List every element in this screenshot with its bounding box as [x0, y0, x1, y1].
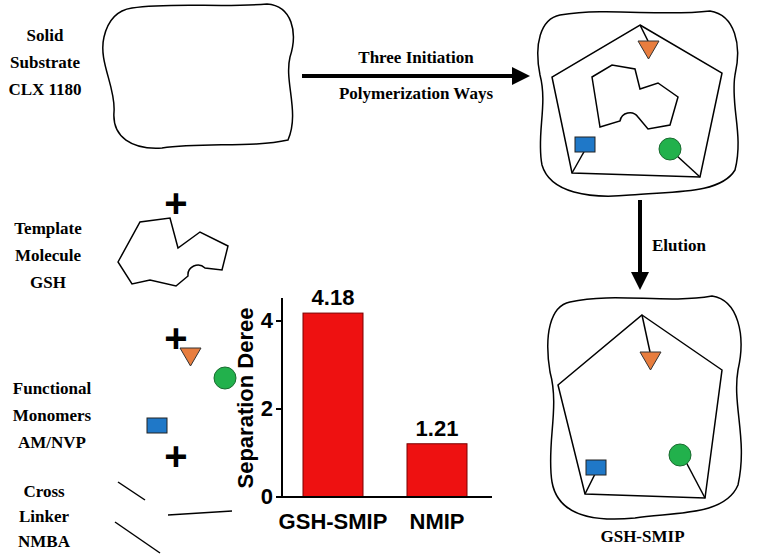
template-molecule: [118, 218, 228, 286]
axis-tick: 2: [261, 396, 273, 422]
plus-sign: +: [164, 183, 187, 223]
particle-outline: [92, 2, 302, 150]
substrate-particle: Solid Substrate CLX 1180: [92, 2, 302, 150]
particle-outline: [538, 11, 738, 196]
tick-mark: [276, 408, 282, 410]
particle-outline: [103, 4, 294, 148]
chart-axis: [282, 298, 492, 497]
monomer-square: [147, 418, 167, 433]
particle-outline: [540, 290, 745, 522]
component-label: Functional Monomers AM/NVP: [3, 375, 101, 456]
component-label: Cross Linker NMBA: [4, 479, 84, 554]
axis-title: Separation Deree: [233, 308, 259, 489]
tick-mark: [276, 320, 282, 322]
process-arrow: [302, 74, 524, 78]
substrate-particle: [530, 5, 745, 200]
cross-linker-stroke: [168, 511, 232, 515]
particle-outline: [530, 5, 745, 200]
axis-tick: 4: [261, 308, 273, 334]
cross-linker-stroke: [115, 522, 160, 553]
arrow-label: Elution: [652, 232, 706, 259]
particle-heading: GSH-SMIP: [540, 523, 745, 550]
plus-sign: +: [164, 318, 187, 358]
polymer-network: [552, 25, 722, 177]
bar-value: 1.21: [416, 416, 459, 442]
component-label: Template Molecule GSH: [5, 215, 91, 296]
process-arrow: [638, 200, 642, 284]
category-label: GSH-SMIP: [279, 509, 388, 535]
bar: [303, 313, 363, 497]
particle-heading: Solid Substrate CLX 1180: [2, 22, 88, 103]
plus-sign: +: [164, 436, 187, 476]
category-label: NMIP: [410, 509, 465, 535]
bar: [407, 444, 467, 497]
tick-mark: [276, 496, 282, 498]
axis-tick: 0: [261, 484, 273, 510]
arrow-label: Three Initiation Polymerization Ways: [321, 40, 511, 112]
bar-value: 4.18: [312, 285, 355, 311]
bar-chart: [276, 298, 492, 497]
monomer-circle: [214, 367, 236, 389]
particle-outline: [548, 296, 742, 519]
cross-linker-stroke: [118, 482, 145, 500]
polymer-network: [558, 315, 722, 498]
substrate-particle: GSH-SMIP: [540, 290, 745, 522]
